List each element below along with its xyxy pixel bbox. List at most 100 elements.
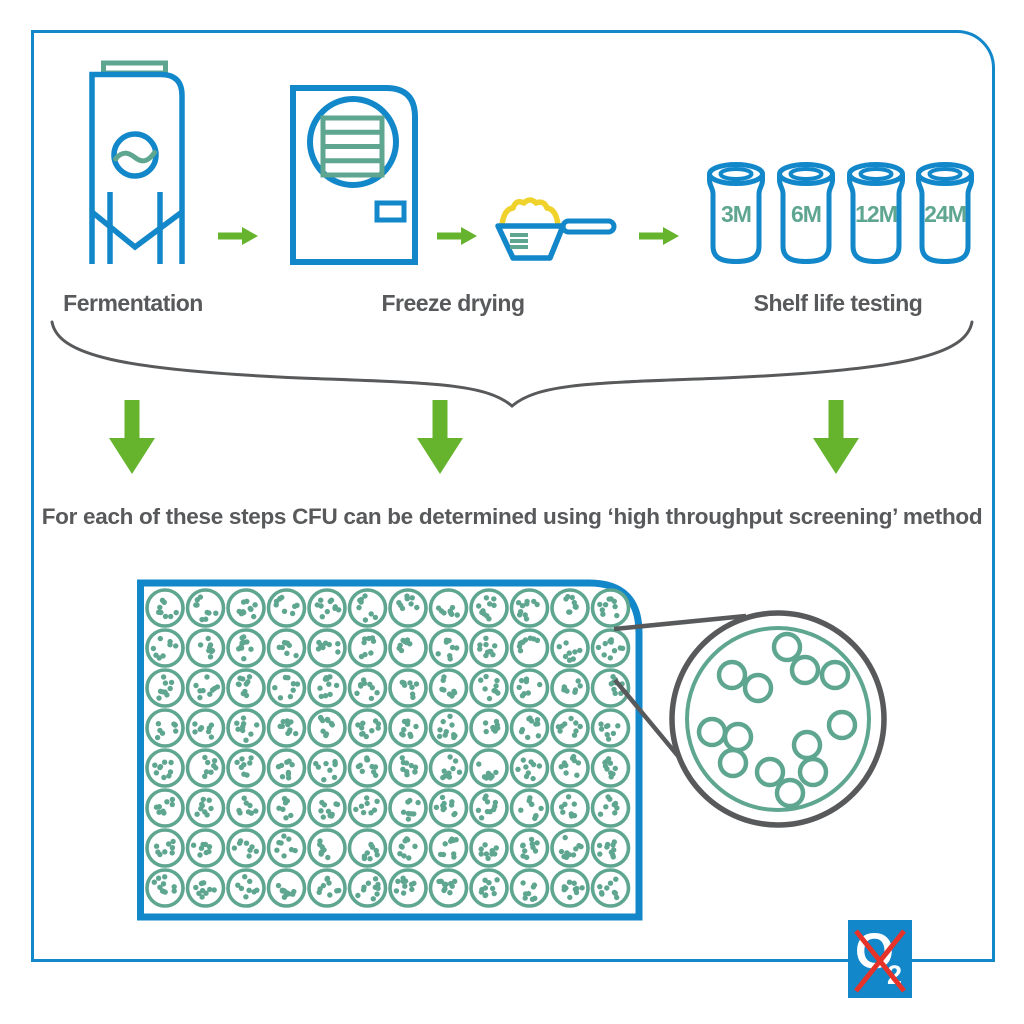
arrow-down-icon-1 [109,400,155,474]
colony-dot [400,890,407,896]
colony-dot [449,722,455,728]
colony-dot [173,609,179,616]
colony-dot [598,721,604,727]
colony-dot [370,896,376,902]
plate-well [590,748,631,788]
plate-well [388,668,428,708]
colony-dot [449,644,456,651]
colony-dot [483,635,489,641]
plate-well [347,788,388,828]
colony-dot [558,764,564,770]
plate-well [307,828,347,868]
colony-dot [214,684,221,690]
colony-dot [327,812,333,819]
plate-well [347,588,388,628]
underbrace [50,320,974,408]
plate-well [590,708,631,748]
colony-dot [364,795,370,801]
colony-dot [526,716,532,722]
colony-dot [285,771,292,777]
colony-dot [327,767,333,773]
colony-dot [293,730,299,737]
colony-dot [602,640,608,647]
colony-dot [155,721,162,727]
magnified-colony [797,756,829,788]
colony-dot [491,890,497,897]
colony-dot [492,799,499,806]
colony-dot [486,695,493,702]
colony-dot [518,677,525,684]
colony-dot [241,795,247,801]
colony-dot [248,810,254,816]
colony-dot [237,675,243,681]
colony-dot [242,688,248,695]
colony-dot [441,768,447,774]
colony-dot [286,758,292,764]
colony-dot [358,683,364,689]
colony-dot [608,681,614,687]
colony-dot [322,693,329,699]
colony-dot [483,728,489,735]
colony-dot [493,845,499,851]
colony-dot [243,737,249,743]
plate-well [428,828,469,868]
magnified-colony [774,777,806,809]
colony-dot [568,715,574,722]
colony-dot [171,888,177,894]
colony-dot [169,801,175,808]
colony-dot [535,733,542,739]
colony-dot [292,603,298,609]
colony-dot [442,732,448,738]
colony-dot [436,733,443,740]
colony-dot [283,815,289,821]
plate-well [509,708,550,748]
colony-dot [409,886,415,893]
colony-dot [275,764,282,770]
colony-dot [611,802,617,808]
colony-dot [612,603,618,610]
colony-dot [336,607,342,613]
colony-dot [319,848,326,855]
colony-dot [253,808,259,814]
colony-dot [192,721,198,727]
colony-dot [155,875,162,881]
colony-dot [602,763,609,769]
colony-dot [451,734,457,741]
colony-dot [573,604,579,610]
colony-dot [373,847,379,854]
plate-well [590,668,631,708]
colony-dot [366,635,372,642]
colony-dot [483,673,489,680]
colony-dot [239,640,245,646]
colony-dot [493,769,499,776]
colony-dot [323,760,329,767]
colony-dot [208,648,215,655]
colony-dot [491,602,497,608]
colony-dot [161,759,168,765]
colony-dot [489,885,496,892]
colony-dot [597,851,603,857]
colony-dot [321,777,327,783]
colony-dot [404,769,410,775]
colony-dot [519,603,526,609]
colony-dot [525,734,531,741]
colony-dot [447,656,453,662]
colony-dot [246,853,252,859]
plate-well [347,628,388,668]
colony-dot [317,685,323,691]
colony-dot [437,727,443,733]
plate-well [550,588,590,628]
plate-well [590,828,631,868]
colony-dot [208,805,214,812]
can-icon [916,162,974,265]
colony-dot [538,805,544,812]
colony-dot [415,799,421,806]
plate-well [428,868,469,908]
plate-well [428,668,469,708]
freeze-dryer-icon [290,85,418,265]
colony-dot [318,603,324,609]
colony-dot [326,880,332,886]
colony-dot [557,728,563,734]
colony-dot [168,679,175,686]
step-label-shelf-life-testing: Shelf life testing [753,290,923,316]
